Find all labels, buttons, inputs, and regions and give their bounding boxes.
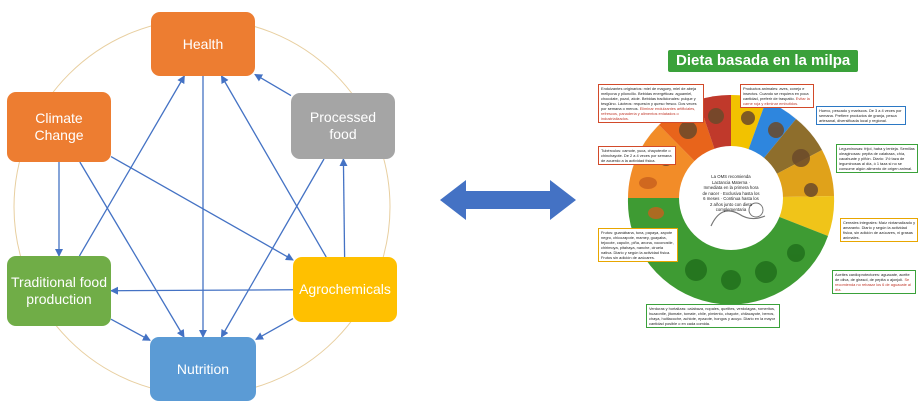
connector-arrows: [55, 73, 348, 341]
health-node: Health: [151, 12, 255, 76]
milpa-title: Dieta basada en la milpa: [668, 50, 859, 72]
caption-tubers: Tubérculos: camote, yuca, chayotextle o …: [598, 146, 676, 165]
caption-cereals-text: Cereales integrales: Maíz nixtamalizado …: [843, 220, 916, 240]
traditional-food-production-label: Traditional food production: [11, 274, 107, 307]
agrochemicals-label: Agrochemicals: [299, 281, 391, 297]
caption-fruits-text: Frutos: guanábana, tuna, papaya, zapote …: [601, 230, 674, 260]
climate-change-node: Climate Change: [7, 92, 111, 162]
caption-eggs-fish: Huevo, pescado y mariscos. De 3 a 4 vece…: [816, 106, 906, 125]
arrow-traditional-to-nutrition: [110, 318, 151, 341]
processed-food-label: Processed food: [309, 109, 377, 142]
oms-breastfeeding-note: La OMS recomienda Lactancia Materna · In…: [702, 174, 760, 212]
arrow-climate-to-agrochemicals: [110, 155, 294, 261]
arrow-agrochemicals-to-traditional: [110, 286, 294, 295]
agrochemicals-node: Agrochemicals: [293, 257, 397, 322]
caption-animal-products: Productos animales: aves, conejo e insec…: [740, 84, 814, 108]
caption-legumes: Leguminosas: frijol, haba y lenteja. Sem…: [836, 144, 918, 173]
caption-eggs-text: Huevo, pescado y mariscos. De 3 a 4 vece…: [819, 108, 902, 123]
health-label: Health: [182, 35, 224, 52]
caption-oils-warning: Se recomienda no rebasar los 6 de aguaca…: [835, 277, 911, 292]
arrow-processed-to-nutrition: [220, 158, 325, 338]
caption-sweets: Endulzantes originarios: miel de maguey,…: [598, 84, 704, 123]
caption-vegetables-text: Verduras y hortalizas: calabaza, nopales…: [649, 306, 776, 326]
arrow-agrochemicals-to-nutrition: [255, 318, 294, 340]
caption-tubers-text: Tubérculos: camote, yuca, chayotextle o …: [601, 148, 672, 163]
caption-sweets-text: Endulzantes originarios: miel de maguey,…: [601, 86, 697, 111]
caption-oils-text: Aceites cardioprotectores: aguacate, ace…: [835, 272, 910, 282]
milpa-diet-infographic: Dieta basada en la milpa La OMS recomien…: [596, 48, 918, 400]
caption-legumes-text: Leguminosas: frijol, haba y lenteja. Sem…: [839, 146, 915, 171]
processed-food-node: Processed food: [291, 93, 395, 159]
climate-change-label: Climate Change: [34, 110, 84, 143]
arrow-traditional-to-health: [78, 75, 185, 257]
caption-vegetables: Verduras y hortalizas: calabaza, nopales…: [646, 304, 780, 328]
arrow-agrochemicals-to-processed: [339, 158, 348, 258]
caption-cereals: Cereales integrales: Maíz nixtamalizado …: [840, 218, 918, 242]
caption-animal-warning: Evitar la carne roja y eliminar embutido…: [743, 96, 810, 106]
traditional-food-production-node: Traditional food production: [7, 256, 111, 326]
double-headed-arrow-icon: [440, 180, 576, 220]
arrow-climate-to-nutrition: [79, 161, 185, 338]
caption-fruits: Frutos: guanábana, tuna, papaya, zapote …: [598, 228, 678, 262]
nutrition-label: Nutrition: [176, 360, 230, 377]
caption-sweets-warning: Eliminar endulzantes artificiales, refre…: [601, 106, 696, 121]
milpa-plate-graphic: [627, 94, 835, 305]
arrow-agrochemicals-to-health: [220, 75, 327, 258]
nutrition-node: Nutrition: [150, 337, 256, 401]
arrow-processed-to-health: [254, 73, 292, 97]
caption-animal-text: Productos animales: aves, conejo e insec…: [743, 86, 809, 101]
caption-oils: Aceites cardioprotectores: aguacate, ace…: [832, 270, 916, 294]
